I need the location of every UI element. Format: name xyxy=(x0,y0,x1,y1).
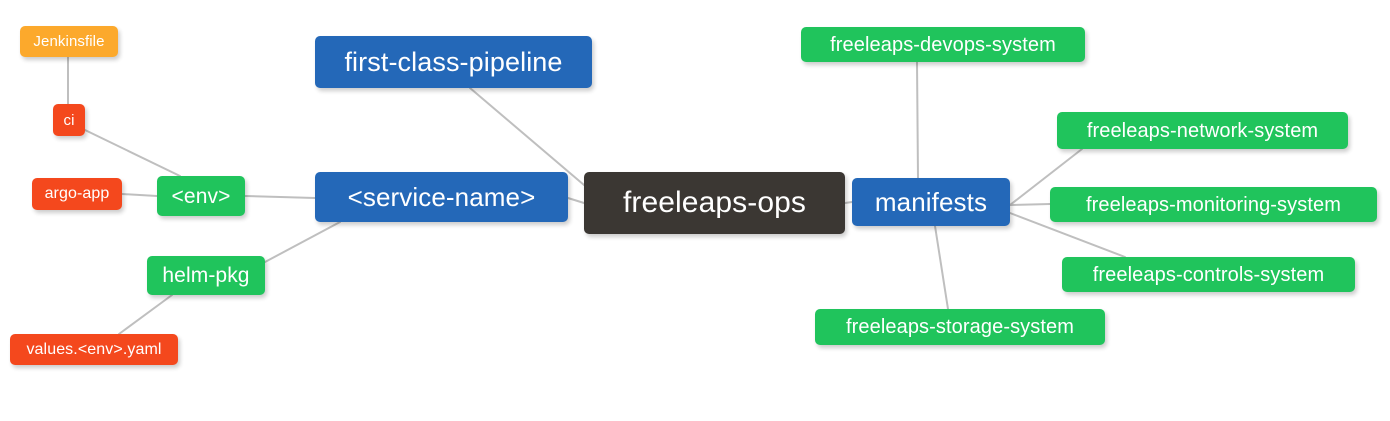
node-label: freeleaps-network-system xyxy=(1086,119,1319,142)
node-label: helm-pkg xyxy=(162,264,250,287)
node-env[interactable]: <env> xyxy=(157,176,245,216)
node-label: argo-app xyxy=(44,185,110,202)
edge-service-name-to-helm-pkg xyxy=(264,221,341,263)
edge-env-to-argo-app xyxy=(121,193,158,197)
node-label: ci xyxy=(63,111,75,129)
edge-env-to-ci xyxy=(84,129,181,177)
edge-freeleaps-ops-to-manifests xyxy=(844,201,853,204)
edge-freeleaps-ops-to-first-class-pipeline xyxy=(469,87,585,186)
node-argo-app[interactable]: argo-app xyxy=(32,178,122,210)
node-ci[interactable]: ci xyxy=(53,104,85,136)
node-first-class-pipeline[interactable]: first-class-pipeline xyxy=(315,36,592,88)
node-freeleaps-monitoring-system[interactable]: freeleaps-monitoring-system xyxy=(1050,187,1377,222)
edge-manifests-to-freeleaps-monitoring-system xyxy=(1009,203,1051,206)
edge-manifests-to-freeleaps-devops-system xyxy=(916,61,919,179)
node-label: values.<env>.yaml xyxy=(26,340,162,358)
edge-manifests-to-freeleaps-storage-system xyxy=(934,225,949,310)
edge-service-name-to-env xyxy=(244,195,316,199)
edge-freeleaps-ops-to-service-name xyxy=(567,197,585,204)
node-freeleaps-ops[interactable]: freeleaps-ops xyxy=(584,172,845,234)
node-label: freeleaps-monitoring-system xyxy=(1085,193,1341,216)
node-label: freeleaps-controls-system xyxy=(1092,263,1325,286)
node-jenkinsfile[interactable]: Jenkinsfile xyxy=(20,26,118,57)
node-freeleaps-controls-system[interactable]: freeleaps-controls-system xyxy=(1062,257,1355,292)
node-label: freeleaps-storage-system xyxy=(845,316,1075,338)
node-freeleaps-devops-system[interactable]: freeleaps-devops-system xyxy=(801,27,1085,62)
node-freeleaps-storage-system[interactable]: freeleaps-storage-system xyxy=(815,309,1105,345)
node-freeleaps-network-system[interactable]: freeleaps-network-system xyxy=(1057,112,1348,149)
node-label: first-class-pipeline xyxy=(344,46,563,77)
node-label: freeleaps-devops-system xyxy=(830,33,1056,56)
node-manifests[interactable]: manifests xyxy=(852,178,1010,226)
node-label: freeleaps-ops xyxy=(622,186,807,219)
node-label: <service-name> xyxy=(347,182,536,212)
node-label: manifests xyxy=(874,187,988,217)
node-values-env-yaml[interactable]: values.<env>.yaml xyxy=(10,334,178,365)
node-service-name[interactable]: <service-name> xyxy=(315,172,568,222)
node-label: Jenkinsfile xyxy=(33,33,105,50)
edge-helm-pkg-to-values-env-yaml xyxy=(118,294,173,335)
node-label: <env> xyxy=(171,184,231,208)
node-helm-pkg[interactable]: helm-pkg xyxy=(147,256,265,295)
